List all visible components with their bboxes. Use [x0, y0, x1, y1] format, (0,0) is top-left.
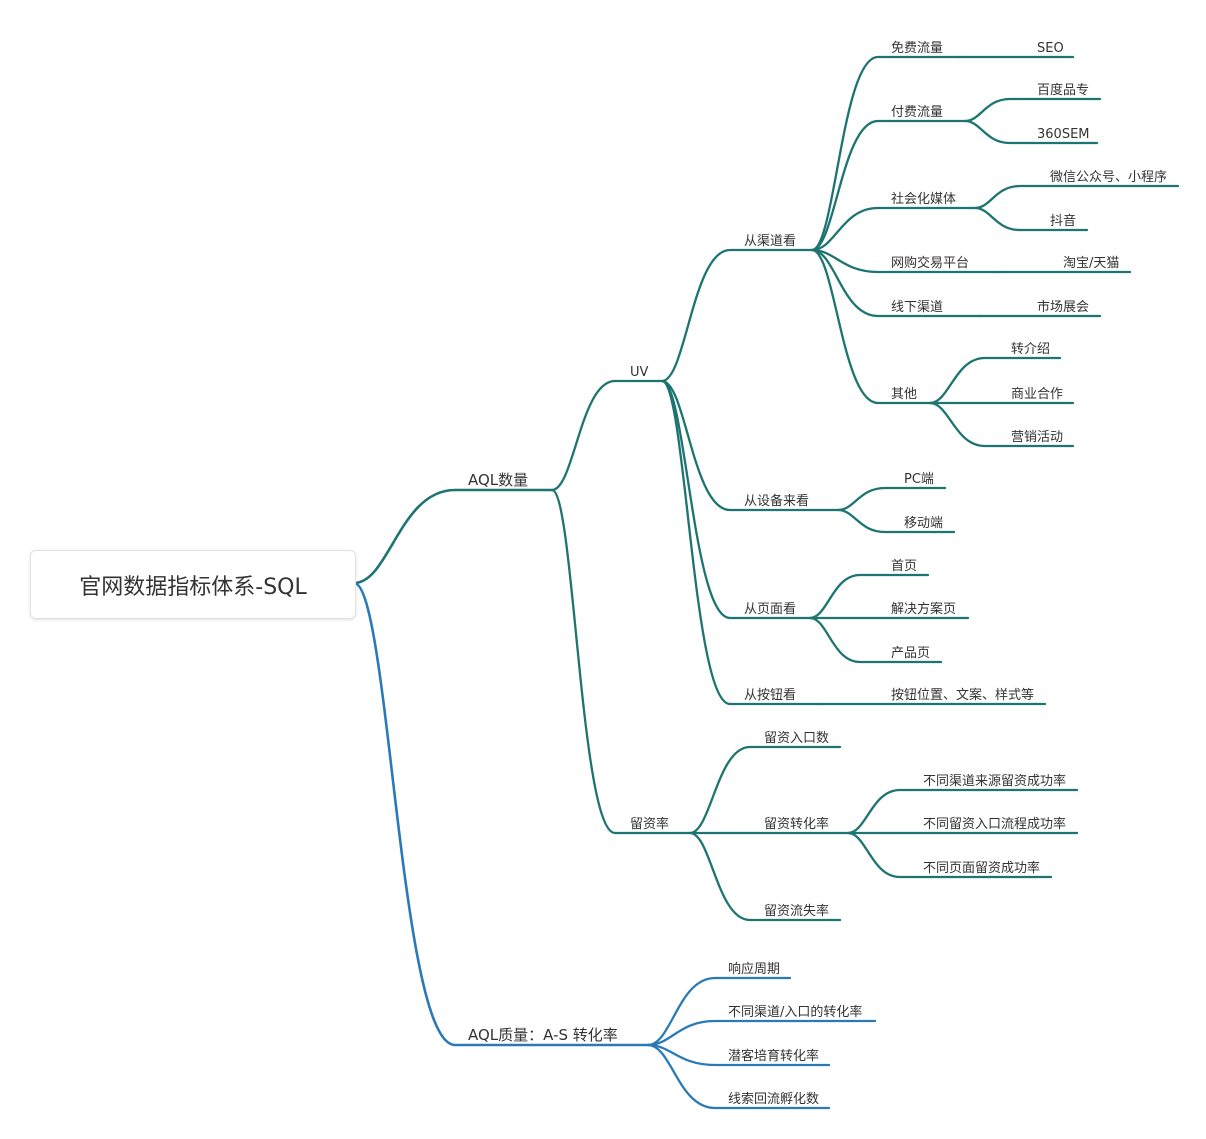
connector-line	[810, 248, 1002, 274]
subtopic[interactable]: 留资转化率	[764, 816, 829, 832]
subtopic[interactable]: 从渠道看	[744, 233, 796, 249]
subtopic[interactable]: 市场展会	[1037, 299, 1089, 315]
subtopic[interactable]: 商业合作	[1011, 387, 1063, 402]
subtopic[interactable]: 从页面看	[744, 601, 796, 617]
connector-line	[646, 1019, 877, 1047]
connector-line	[660, 248, 814, 383]
subtopic[interactable]: PC端	[904, 472, 934, 487]
connector-line	[660, 379, 822, 706]
connector-line	[810, 55, 962, 252]
connector-line	[810, 248, 932, 405]
connector-line	[846, 788, 1079, 835]
subtopic[interactable]: 留资入口数	[764, 731, 829, 746]
subtopic[interactable]: 移动端	[904, 516, 943, 531]
connector-line	[660, 379, 840, 512]
connector-line	[550, 488, 692, 835]
subtopic[interactable]: 免费流量	[891, 41, 943, 56]
connector-line	[836, 508, 956, 534]
connector-line	[550, 379, 664, 492]
subtopic[interactable]: 不同渠道/入口的转化率	[728, 1004, 862, 1020]
root-topic-label: 官网数据指标体系-SQL	[79, 574, 307, 600]
subtopic[interactable]: 淘宝/天猫	[1063, 256, 1119, 271]
connector-line	[808, 573, 930, 620]
connector-line	[646, 976, 792, 1047]
connector-line	[810, 206, 977, 252]
subtopic[interactable]: 响应周期	[728, 961, 780, 977]
subtopic[interactable]: 不同留资入口流程成功率	[923, 816, 1066, 832]
connector-line	[836, 486, 947, 512]
connector-line	[646, 1043, 831, 1067]
subtopic[interactable]: 其他	[891, 387, 917, 402]
connector-line	[963, 97, 1102, 123]
connector-line	[808, 616, 943, 664]
subtopic[interactable]: 留资流失率	[764, 903, 829, 919]
subtopic[interactable]: 微信公众号、小程序	[1050, 170, 1167, 185]
root-topic[interactable]: 官网数据指标体系-SQL	[30, 550, 356, 619]
subtopic[interactable]: 从按钮看	[744, 687, 796, 703]
connector-line	[352, 581, 650, 1047]
subtopic[interactable]: 首页	[891, 559, 917, 574]
connector-line	[688, 831, 842, 922]
subtopic[interactable]: 社会化媒体	[891, 191, 956, 207]
subtopic[interactable]: 留资率	[630, 816, 669, 832]
subtopic[interactable]: 不同页面留资成功率	[923, 860, 1040, 876]
subtopic[interactable]: 百度品专	[1037, 82, 1089, 98]
connector-line	[973, 184, 1180, 210]
subtopic[interactable]: 按钮位置、文案、样式等	[891, 687, 1034, 703]
subtopic[interactable]: 解决方案页	[891, 601, 956, 617]
connector-line	[688, 745, 842, 835]
subtopic[interactable]: 360SEM	[1037, 127, 1090, 142]
connector-line	[646, 1043, 831, 1110]
connector-line	[810, 119, 967, 252]
subtopic[interactable]: 线索回流孵化数	[728, 1092, 819, 1107]
connector-line	[352, 488, 554, 585]
connector-line	[810, 248, 982, 318]
subtopic[interactable]: 产品页	[891, 646, 930, 661]
connector-line	[846, 831, 1053, 879]
subtopic[interactable]: 付费流量	[891, 105, 943, 120]
subtopic[interactable]: SEO	[1037, 41, 1064, 56]
subtopic[interactable]: 线下渠道	[891, 300, 943, 315]
subtopic[interactable]: UV	[630, 365, 649, 380]
subtopic[interactable]: 营销活动	[1011, 430, 1063, 445]
subtopic[interactable]: 转介绍	[1011, 342, 1050, 357]
subtopic[interactable]: 抖音	[1050, 213, 1076, 229]
subtopic[interactable]: 从设备来看	[744, 493, 809, 509]
subtopic[interactable]: 潜客培育转化率	[728, 1048, 819, 1064]
connector-line	[963, 119, 1099, 145]
connector-line	[973, 206, 1089, 232]
subtopic[interactable]: 网购交易平台	[891, 255, 969, 271]
connector-line	[928, 356, 1062, 405]
subtopic[interactable]: 不同渠道来源留资成功率	[923, 773, 1066, 789]
connector-line	[660, 379, 812, 620]
main-topic[interactable]: AQL质量：A-S 转化率	[468, 1026, 618, 1044]
main-topic[interactable]: AQL数量	[468, 471, 528, 489]
connector-line	[928, 401, 1075, 448]
